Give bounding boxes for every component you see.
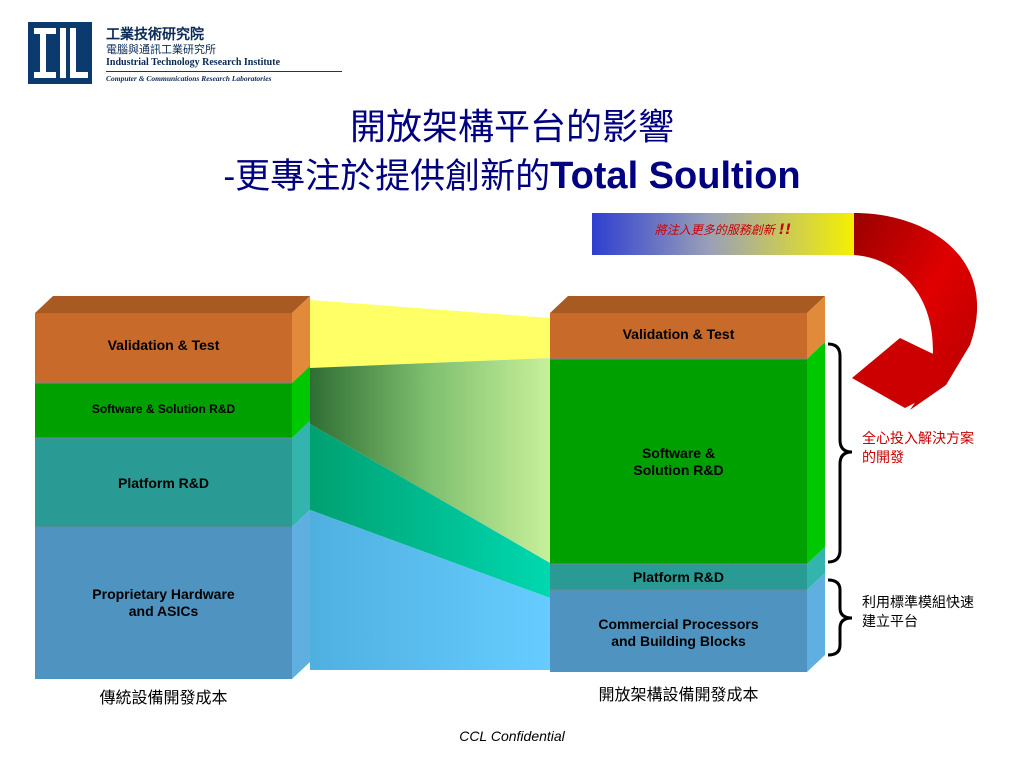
right-label-processors-line-2: and Building Blocks — [611, 633, 746, 649]
left-layer-validation — [35, 313, 292, 383]
logo-divider — [106, 71, 342, 72]
annotation-lower: 利用標準模組快速 建立平台 — [862, 594, 974, 632]
right-label-software: Software & Solution R&D — [550, 445, 807, 479]
lower-brace-icon — [827, 578, 853, 657]
right-label-processors: Commercial Processors and Building Block… — [550, 616, 807, 650]
right-layer-processors — [550, 590, 807, 672]
right-label-platform: Platform R&D — [632, 569, 724, 585]
left-label-hardware-line-1: Proprietary Hardware — [92, 586, 235, 602]
left-layer-platform — [35, 438, 292, 527]
right-layer-validation — [550, 313, 807, 359]
right-label-software-line-1: Software & — [641, 445, 716, 461]
left-layer-software — [35, 383, 292, 438]
left-stack — [35, 296, 310, 679]
left-label-hardware-line-2: and ASICs — [128, 603, 199, 619]
annotation-upper: 全心投入解決方案 的開發 — [862, 430, 974, 468]
flow-validation — [310, 300, 550, 368]
right-label-processors-line-1: Commercial Processors — [598, 616, 759, 632]
right-label-validation: Validation & Test — [622, 326, 735, 342]
annotation-upper-line-2: 的開發 — [862, 450, 904, 466]
title-line-2-prefix: -更專注於提供創新的 — [223, 157, 551, 197]
left-label-hardware: Proprietary Hardware and ASICs — [35, 586, 292, 620]
banner-bar — [592, 213, 854, 255]
itri-logo-icon — [28, 22, 92, 84]
annotation-upper-line-1: 全心投入解決方案 — [862, 431, 974, 447]
annotation-lower-line-1: 利用標準模組快速 — [862, 595, 974, 611]
right-stack — [550, 296, 825, 672]
right-caption: 開放架構設備開發成本 — [598, 685, 759, 704]
banner-text-main: 將注入更多的服務創新 — [654, 223, 775, 237]
logo-line-2: 電腦與通訊工業研究所 — [106, 43, 216, 56]
left-layer-hardware — [35, 527, 292, 679]
banner-text: 將注入更多的服務創新 !! — [592, 221, 854, 238]
footer-confidential: CCL Confidential — [459, 728, 565, 744]
logo-line-1: 工業技術研究院 — [106, 27, 204, 43]
annotation-lower-line-2: 建立平台 — [862, 614, 918, 630]
left-label-validation: Validation & Test — [107, 337, 220, 353]
flow-hardware — [310, 510, 550, 670]
left-caption: 傳統設備開發成本 — [99, 688, 228, 707]
right-label-software-line-2: Solution R&D — [633, 462, 724, 478]
logo-line-3: Industrial Technology Research Institute — [106, 57, 281, 68]
curved-arrow-head-icon — [852, 338, 956, 408]
title-line-2-suffix: Total Soultion — [550, 155, 801, 197]
right-layer-software — [550, 359, 807, 564]
right-layer-platform — [550, 564, 807, 590]
flow-software — [310, 358, 550, 563]
upper-brace-icon — [827, 342, 853, 564]
logo-line-4: Computer & Communications Research Labor… — [106, 74, 272, 83]
title-line-1: 開放架構平台的影響 — [349, 107, 674, 148]
flow-platform — [310, 424, 550, 598]
banner-text-emphasis: !! — [778, 222, 792, 238]
title-line-2: -更專注於提供創新的Total Soultion — [0, 148, 1024, 199]
left-label-platform: Platform R&D — [117, 475, 209, 491]
left-label-software: Software & Solution R&D — [91, 402, 236, 416]
